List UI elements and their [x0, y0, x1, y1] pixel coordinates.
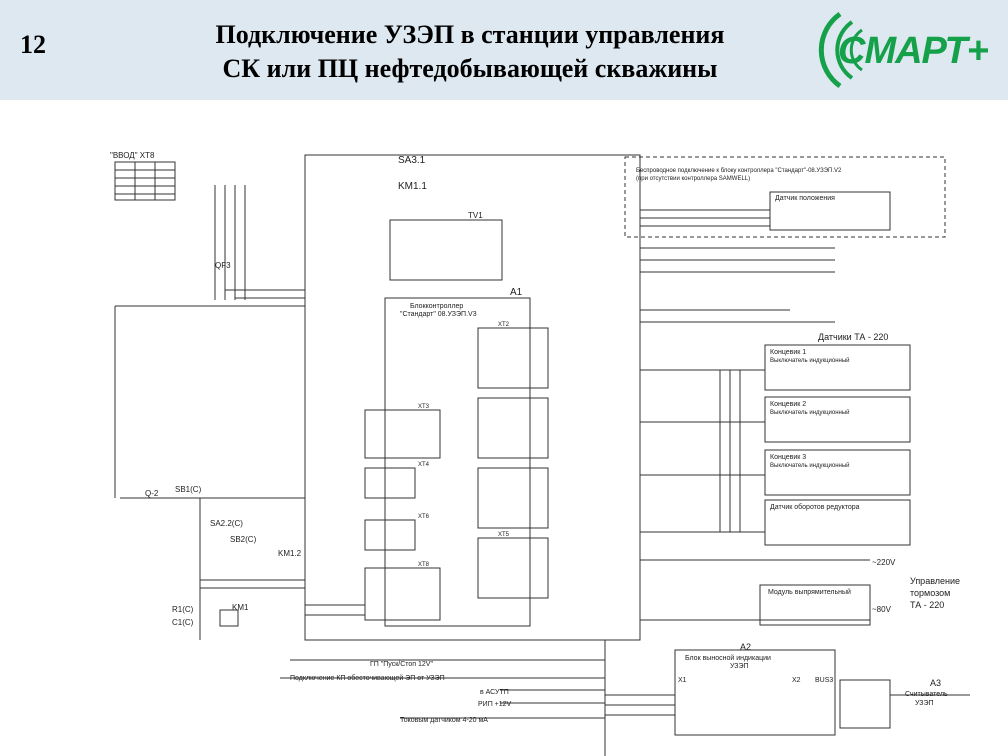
label-konc3-sub: Выключатель индукционный — [770, 462, 850, 469]
label-datchik420: Токовым датчиком 4-20 мА — [400, 717, 488, 724]
label-km1: KM1 — [232, 603, 249, 612]
label-q2: Q-2 — [145, 489, 159, 498]
label-acut: в АСУТП — [480, 689, 509, 696]
label-a1-desc1: Блокконтроллер — [410, 303, 463, 310]
label-xt2: XT2 — [498, 322, 510, 328]
label-pusk: ГП "Пуск/Стоп 12V" — [370, 661, 433, 668]
label-r1c: R1(C) — [172, 605, 194, 614]
label-datchiki: Датчики ТА - 220 — [818, 332, 888, 342]
label-vvod: "ВВОД" ХТ8 — [110, 151, 155, 160]
label-tv1: TV1 — [468, 211, 483, 220]
label-sa22: SA2.2(C) — [210, 519, 243, 528]
logo-text: СМАРТ+ — [838, 30, 989, 72]
slide-number: 12 — [20, 30, 46, 59]
slide-header: 12 Подключение УЗЭП в станции управления… — [0, 0, 1008, 100]
label-a3-desc2: УЗЭП — [915, 700, 934, 707]
label-konc2: Концевик 2 — [770, 401, 806, 408]
label-reductor: Датчик оборотов редуктора — [770, 503, 860, 511]
xt2-terminal — [477, 327, 549, 389]
sensor-position-block — [769, 191, 891, 231]
label-controlled2: тормозом — [910, 588, 950, 598]
label-x2: X2 — [792, 677, 801, 684]
label-module: Модуль выпрямительный — [768, 588, 851, 596]
xt8-terminal-left — [364, 567, 441, 621]
label-konc1: Концевик 1 — [770, 349, 806, 356]
label-controlled3: ТА - 220 — [910, 600, 944, 610]
label-konc1-sub: Выключатель индукционный — [770, 357, 850, 364]
label-xt4: XT4 — [418, 462, 430, 468]
label-wireless2: (при отсутствии контроллера SAMWELL) — [636, 176, 750, 182]
title-line-2: СК или ПЦ нефтедобывающей скважины — [222, 54, 718, 83]
konc2-block — [764, 396, 911, 443]
label-controlled: Управление — [910, 576, 960, 586]
vvod-terminal — [114, 161, 176, 201]
xt3-terminal-right — [477, 397, 549, 459]
label-a2-desc2: УЗЭП — [730, 663, 749, 670]
transformer-tv1 — [389, 219, 503, 281]
label-a2-desc: Блок выносной индикации — [685, 654, 771, 662]
km1-coil — [219, 609, 239, 627]
label-qf3: QF3 — [215, 261, 231, 270]
xt6-terminal-left — [364, 519, 416, 551]
xt4-terminal-right — [477, 467, 549, 529]
label-c1c: C1(C) — [172, 618, 194, 627]
label-v220: ~220V — [872, 558, 896, 567]
cabinet-frame — [304, 154, 641, 641]
label-v80: ~80V — [872, 605, 892, 614]
label-xt3: XT3 — [418, 404, 430, 410]
label-sensor-pos: Датчик положения — [775, 195, 835, 202]
controller-a1 — [384, 297, 531, 627]
smart-plus-logo — [818, 11, 863, 89]
konc3-block — [764, 449, 911, 496]
xt4-terminal-left — [364, 467, 416, 499]
label-a3: A3 — [930, 678, 941, 688]
label-xt6: XT6 — [418, 514, 430, 520]
label-sa31: SA3.1 — [398, 155, 426, 166]
label-konc2-sub: Выключатель индукционный — [770, 409, 850, 416]
label-sb2: SB2(C) — [230, 535, 257, 544]
a2-display-block — [674, 649, 836, 736]
label-bus3: BUS3 — [815, 677, 833, 684]
xt3-terminal-left — [364, 409, 441, 459]
konc1-block — [764, 344, 911, 391]
label-a3-desc: Считыватель — [905, 691, 948, 698]
label-xt5: XT5 — [498, 532, 510, 538]
label-wireless: Беспроводное подключение к блоку контрол… — [636, 168, 842, 174]
module-block — [759, 584, 871, 626]
label-konc3: Концевик 3 — [770, 454, 806, 461]
label-xt8: XT8 — [418, 562, 430, 568]
label-a2: A2 — [740, 642, 751, 652]
label-sb1: SB1(C) — [175, 485, 202, 494]
label-kp: Подключение КП обесточивающей ЭП от УЗЭП — [290, 674, 445, 682]
xt5-terminal-right — [477, 537, 549, 599]
label-x1: X1 — [678, 677, 687, 684]
label-rip: РИП +12V — [478, 701, 512, 708]
label-km12: KM1.2 — [278, 549, 302, 558]
reductor-block — [764, 499, 911, 546]
wireless-region — [624, 156, 946, 238]
label-a1: A1 — [510, 287, 523, 298]
title-line-1: Подключение УЗЭП в станции управления — [215, 20, 725, 49]
bus3-terminal — [839, 679, 891, 729]
label-km11: KM1.1 — [398, 181, 427, 192]
label-a1-desc2: "Стандарт" 08.УЗЭП.V3 — [400, 311, 477, 318]
slide-title: Подключение УЗЭП в станции управления СК… — [120, 18, 820, 86]
wiring-diagram: "ВВОД" ХТ8 QF3 TV1 A1 Блокконтроллер "Ст… — [110, 151, 970, 756]
